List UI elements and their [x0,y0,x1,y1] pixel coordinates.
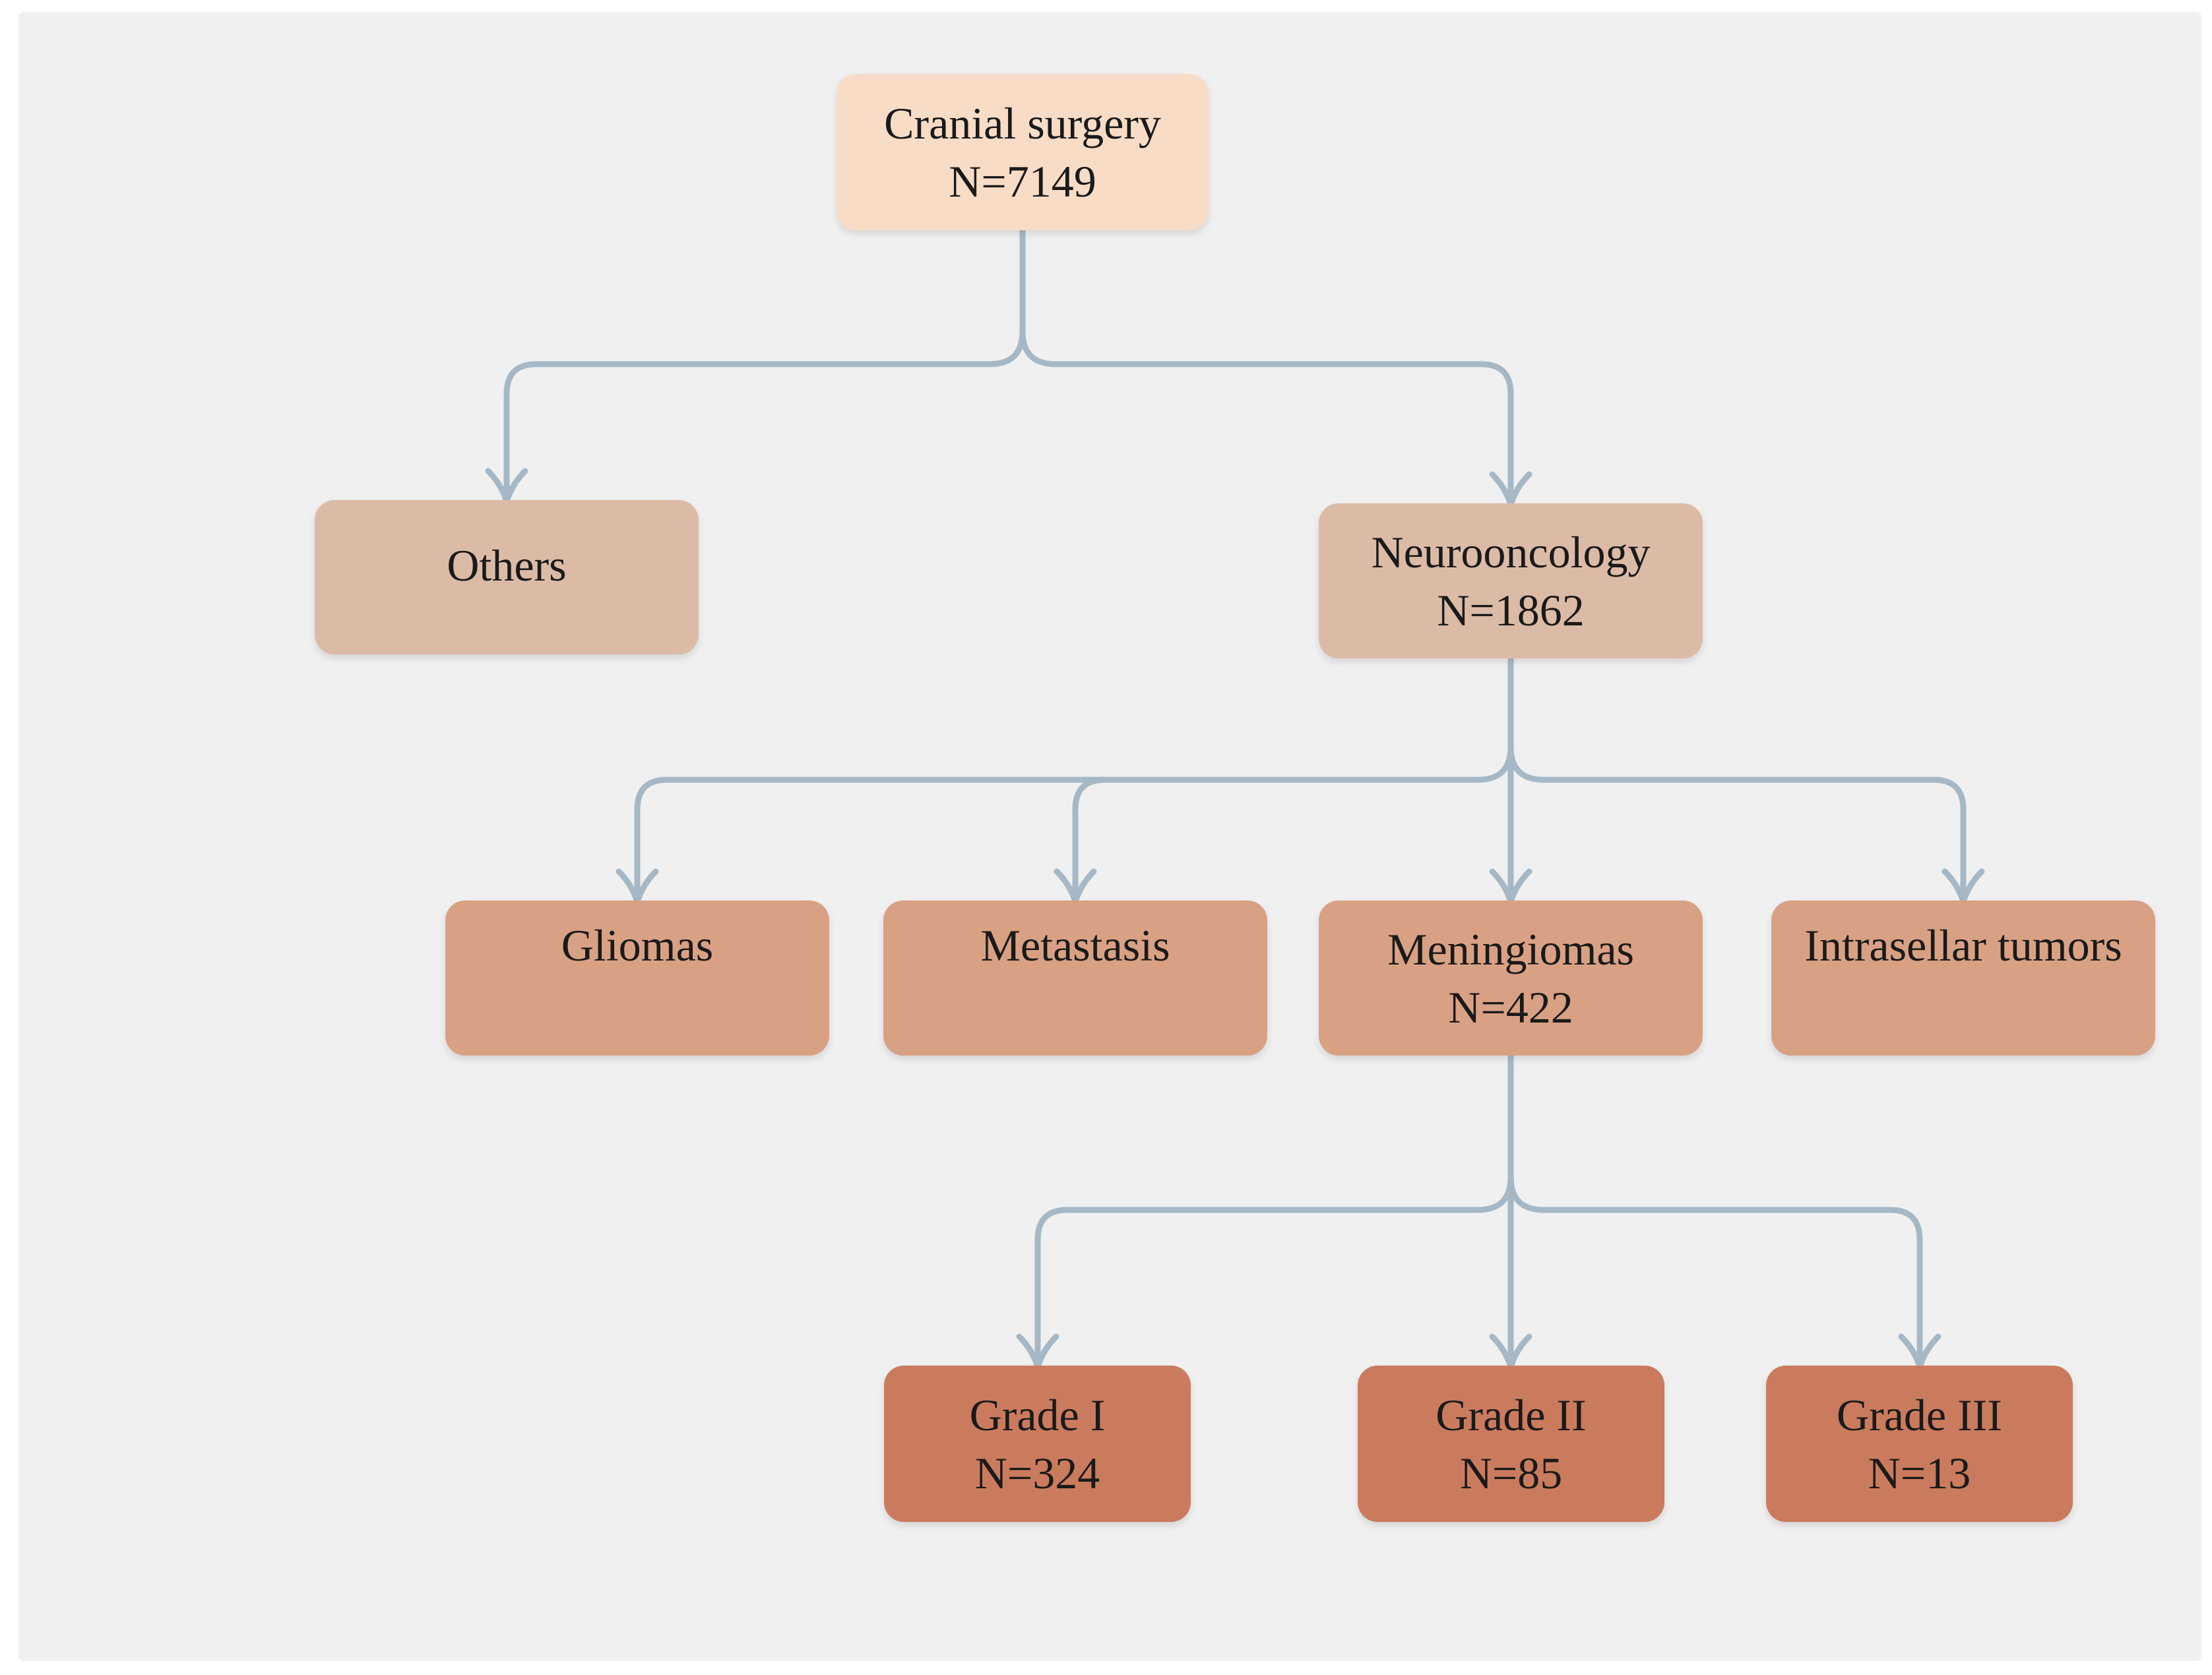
node-gliomas: Gliomas [445,901,829,1056]
node-label: Meningiomas [1387,924,1634,974]
node-label: Neurooncology [1371,526,1651,577]
node-grade-2: Grade II N=85 [1358,1366,1664,1522]
node-label: Gliomas [561,920,714,970]
node-sublabel: N=7149 [949,156,1096,206]
edge-meningiomas-grade1 [1034,1174,1514,1360]
node-label: Grade III [1836,1389,2003,1440]
node-sublabel: N=85 [1459,1447,1563,1498]
node-label: Cranial surgery [884,98,1161,148]
node-metastasis: Metastasis [883,901,1267,1056]
node-sublabel: N=324 [974,1447,1100,1498]
node-others: Others [315,500,699,654]
node-label: Grade I [969,1389,1106,1440]
edge-neuro-intrasellar [1507,743,1967,895]
node-intrasellar-tumors: Intrasellar tumors [1771,901,2155,1056]
edge-cranial-neuro [1019,328,1514,498]
node-label: Intrasellar tumors [1804,920,2122,970]
node-label: Metastasis [980,920,1170,970]
node-sublabel: N=422 [1448,982,1573,1032]
node-neurooncology: Neurooncology N=1862 [1319,503,1703,658]
node-sublabel: N=1862 [1437,585,1585,635]
node-grade-3: Grade III N=13 [1766,1366,2073,1522]
node-meningiomas: Meningiomas N=422 [1319,901,1703,1056]
node-label: Others [447,540,567,590]
node-sublabel: N=13 [1868,1447,1971,1498]
node-cranial-surgery: Cranial surgery N=7149 [837,74,1209,230]
edge-cranial-others [503,328,1026,495]
edge-neuro-gliomas [634,743,1514,895]
edge-neuro-metastasis [1072,776,1108,895]
node-label: Grade II [1436,1389,1587,1440]
edge-meningiomas-grade3 [1507,1174,1923,1360]
node-grade-1: Grade I N=324 [884,1366,1191,1522]
